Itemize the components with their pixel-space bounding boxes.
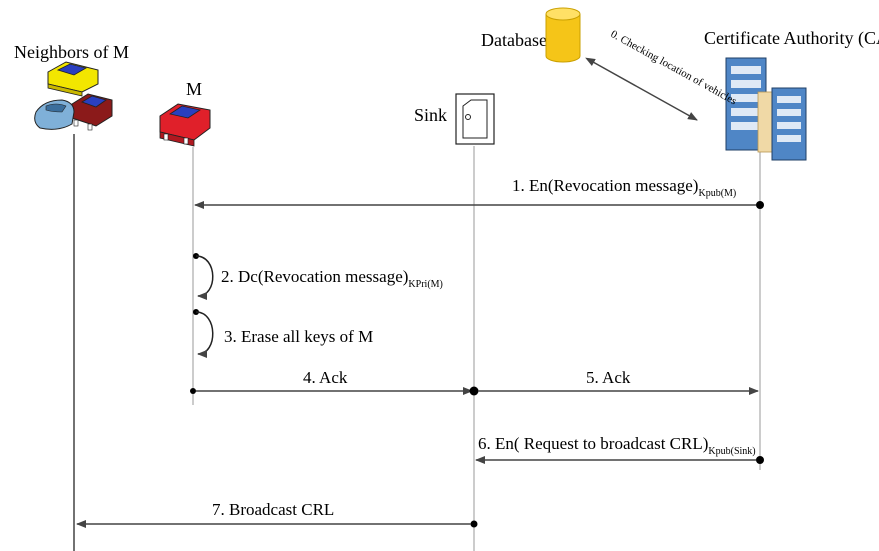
msg2-label: 2. Dc(Revocation message)KPri(M) [221,267,443,290]
neighbor-cars-icon [34,61,113,131]
msg7-label: 7. Broadcast CRL [212,500,334,519]
database-icon [545,7,581,63]
ca-server-icon [725,57,807,161]
msg1-origin-dot [756,201,764,209]
msg7-origin-dot [470,520,478,528]
msg5-label: 5. Ack [586,368,631,387]
msg2-self-arrow [195,255,214,300]
sink-icon [455,93,495,145]
sink-label: Sink [414,105,447,125]
msg4-label: 4. Ack [303,368,348,387]
msg4-origin-dot [190,388,196,394]
msg1-label: 1. En(Revocation message)Kpub(M) [512,176,736,199]
msg6-label: 6. En( Request to broadcast CRL)Kpub(Sin… [478,434,756,457]
check-location-arrow [585,57,698,121]
msg3-self-arrow [195,311,214,358]
msg5-origin-dot [469,386,479,396]
database-label: Database [481,30,547,50]
m-car-icon [159,103,211,147]
msg6-origin-dot [756,456,764,464]
ca-label: Certificate Authority (CA) [704,28,879,49]
m-label: M [186,79,202,99]
msg3-label: 3. Erase all keys of M [224,327,373,346]
neighbors-label: Neighbors of M [14,42,129,62]
